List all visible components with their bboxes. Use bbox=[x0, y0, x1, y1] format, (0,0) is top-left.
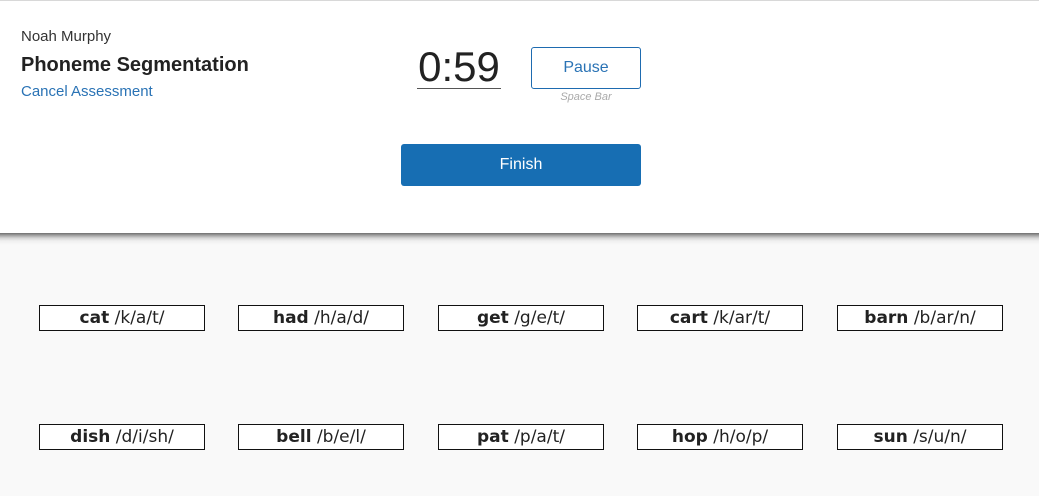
phoneme-text: /k/a/t/ bbox=[114, 308, 165, 328]
word-text: barn bbox=[864, 308, 909, 328]
phoneme-text: /s/u/n/ bbox=[913, 427, 967, 447]
word-card[interactable]: get /g/e/t/ bbox=[438, 305, 604, 331]
top-border bbox=[0, 0, 1039, 1]
word-text: had bbox=[272, 308, 309, 328]
word-text: bell bbox=[276, 427, 312, 447]
word-text: cat bbox=[79, 308, 110, 328]
word-card[interactable]: cat /k/a/t/ bbox=[39, 305, 205, 331]
finish-button[interactable]: Finish bbox=[401, 144, 641, 186]
word-card[interactable]: hop /h/o/p/ bbox=[637, 424, 803, 450]
header-shadow bbox=[0, 233, 1039, 245]
word-text: pat bbox=[477, 427, 509, 447]
word-card[interactable]: dish /d/i/sh/ bbox=[39, 424, 205, 450]
word-text: sun bbox=[873, 427, 908, 447]
word-card[interactable]: pat /p/a/t/ bbox=[438, 424, 604, 450]
phoneme-text: /h/o/p/ bbox=[713, 427, 769, 447]
phoneme-text: /p/a/t/ bbox=[514, 427, 565, 447]
word-text: get bbox=[476, 308, 509, 328]
assessment-header: Noah Murphy Phoneme Segmentation Cancel … bbox=[0, 1, 1039, 233]
assessment-title: Phoneme Segmentation bbox=[21, 54, 249, 76]
phoneme-text: /b/e/l/ bbox=[316, 427, 366, 447]
phoneme-text: /k/ar/t/ bbox=[713, 308, 771, 328]
cancel-assessment-link[interactable]: Cancel Assessment bbox=[21, 83, 153, 100]
word-text: dish bbox=[70, 427, 111, 447]
pause-button[interactable]: Pause bbox=[531, 47, 641, 89]
phoneme-text: /h/a/d/ bbox=[314, 308, 370, 328]
word-card[interactable]: had /h/a/d/ bbox=[238, 305, 404, 331]
phoneme-text: /b/ar/n/ bbox=[913, 308, 976, 328]
phoneme-text: /g/e/t/ bbox=[514, 308, 566, 328]
word-text: cart bbox=[669, 308, 708, 328]
word-text: hop bbox=[671, 427, 708, 447]
word-card[interactable]: barn /b/ar/n/ bbox=[837, 305, 1003, 331]
word-card[interactable]: cart /k/ar/t/ bbox=[637, 305, 803, 331]
word-card[interactable]: bell /b/e/l/ bbox=[238, 424, 404, 450]
phoneme-text: /d/i/sh/ bbox=[115, 427, 174, 447]
pause-shortcut-hint: Space Bar bbox=[560, 91, 612, 103]
word-card[interactable]: sun /s/u/n/ bbox=[837, 424, 1003, 450]
countdown-timer: 0:59 bbox=[417, 43, 501, 90]
student-name: Noah Murphy bbox=[21, 28, 112, 45]
